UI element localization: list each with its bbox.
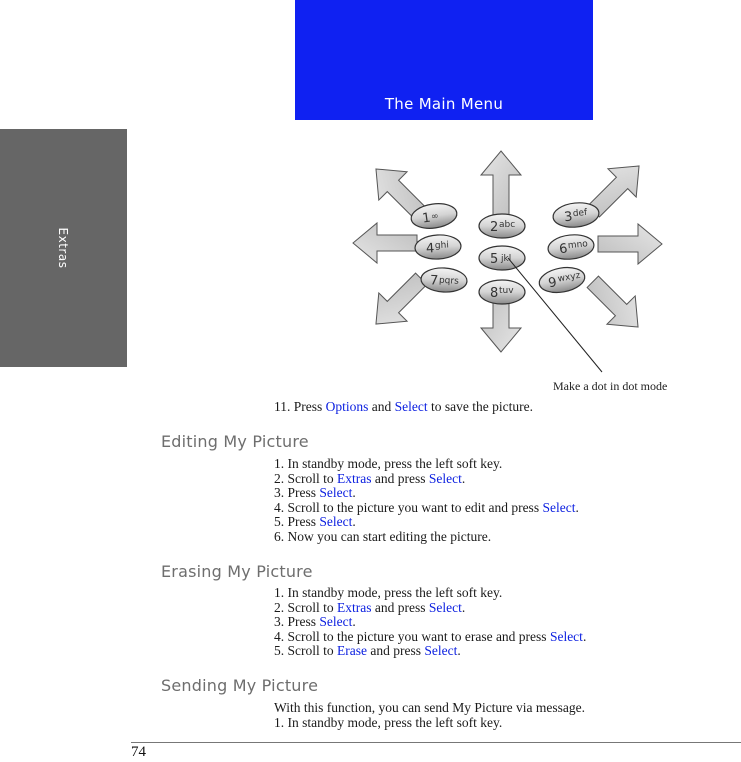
svg-text:∞: ∞ <box>430 211 439 222</box>
step-text: . <box>352 614 356 629</box>
section-heading-editing: Editing My Picture <box>161 432 309 451</box>
step-text: and press <box>371 470 429 486</box>
step-text: 4. Scroll to the picture you want to era… <box>274 628 550 644</box>
step-text: 11. Press <box>274 399 326 414</box>
key-8: 8 tuv <box>478 279 526 305</box>
step-line: 2. Scroll to Extras and press Select. <box>274 600 465 615</box>
menu-keyword: Select <box>549 628 583 644</box>
step-line: 4. Scroll to the picture you want to edi… <box>274 500 579 515</box>
step-text: With this function, you can send My Pict… <box>274 700 586 715</box>
step-text: 1. In standby mode, press the left soft … <box>274 456 503 471</box>
svg-text:wxyz: wxyz <box>557 271 581 285</box>
step-text: . <box>461 599 466 615</box>
step-text: . <box>352 514 356 529</box>
arrow-up-icon <box>479 150 523 216</box>
svg-text:tuv: tuv <box>499 286 514 296</box>
menu-keyword: Options <box>325 399 369 414</box>
key-7: 7 pqrs <box>420 267 468 293</box>
svg-text:mno: mno <box>567 239 588 251</box>
step-text: 1. In standby mode, press the left soft … <box>274 585 503 600</box>
step-text: . <box>575 499 579 515</box>
key-4: 4 ghi <box>414 234 462 260</box>
svg-text:def: def <box>572 208 588 220</box>
svg-text:pqrs: pqrs <box>439 276 460 287</box>
key-5: 5 jkl <box>478 245 526 271</box>
svg-text:jkl: jkl <box>500 254 511 264</box>
menu-keyword: Select <box>394 399 428 414</box>
menu-keyword: Extras <box>337 599 372 615</box>
screen-title: The Main Menu <box>384 95 504 113</box>
svg-text:4: 4 <box>426 241 435 256</box>
step-text: 2. Scroll to <box>274 470 337 486</box>
key-2: 2 abc <box>478 213 526 239</box>
svg-text:6: 6 <box>558 241 568 257</box>
svg-text:3: 3 <box>563 209 573 225</box>
step-text: and press <box>371 599 429 615</box>
step-text: . <box>352 485 356 500</box>
svg-text:8: 8 <box>490 286 498 301</box>
menu-keyword: Erase <box>337 643 367 658</box>
svg-text:5: 5 <box>490 252 498 267</box>
menu-keyword: Select <box>319 514 353 529</box>
svg-text:1: 1 <box>421 211 431 227</box>
key-6: 6 mno <box>547 234 595 260</box>
page-number: 74 <box>131 744 146 760</box>
step-line: 3. Press Select. <box>274 614 356 629</box>
step-line: 4. Scroll to the picture you want to era… <box>274 629 586 644</box>
menu-keyword: Select <box>428 599 462 615</box>
side-tab: Extras <box>0 129 127 367</box>
menu-keyword: Select <box>319 485 353 500</box>
step-line: 1. In standby mode, press the left soft … <box>274 585 502 600</box>
arrow-right-icon <box>597 222 663 266</box>
arrow-left-icon <box>352 221 418 265</box>
step-line: 3. Press Select. <box>274 485 356 500</box>
step-line: 6. Now you can start editing the picture… <box>274 529 491 544</box>
footer-rule <box>131 742 741 743</box>
section-heading-sending: Sending My Picture <box>161 676 319 695</box>
menu-keyword: Extras <box>337 470 372 486</box>
step-text: 2. Scroll to <box>274 599 337 615</box>
step-text: 1. In standby mode, press the left soft … <box>274 714 503 730</box>
step-text: . <box>582 628 587 644</box>
svg-text:ghi: ghi <box>435 240 449 251</box>
step-text: 6. Now you can start editing the picture… <box>274 528 492 544</box>
step-text: . <box>461 470 466 486</box>
svg-text:2: 2 <box>490 220 498 235</box>
step-line: 5. Press Select. <box>274 514 356 529</box>
step-line: 5. Scroll to Erase and press Select. <box>274 643 461 658</box>
svg-text:7: 7 <box>430 273 439 288</box>
step-text: and press <box>366 643 425 658</box>
step-text: . <box>457 643 461 658</box>
step-text: to save the picture. <box>427 399 533 414</box>
section-heading-erasing: Erasing My Picture <box>161 562 313 581</box>
arrow-down-right-icon <box>586 275 639 328</box>
step-text: 4. Scroll to the picture you want to edi… <box>274 499 543 515</box>
callout-line <box>507 257 603 373</box>
step-text: and <box>368 399 395 414</box>
side-tab-label: Extras <box>56 227 70 269</box>
step-text: 3. Press <box>274 614 320 629</box>
intro-step: 11. Press Options and Select to save the… <box>274 399 533 414</box>
menu-keyword: Select <box>424 643 458 658</box>
step-text: 5. Scroll to <box>274 643 337 658</box>
svg-text:abc: abc <box>499 220 515 230</box>
step-text: 5. Press <box>274 514 320 529</box>
step-line: 1. In standby mode, press the left soft … <box>274 715 502 730</box>
menu-keyword: Select <box>319 614 353 629</box>
step-line: 2. Scroll to Extras and press Select. <box>274 471 465 486</box>
key-9: 9 wxyz <box>538 266 586 294</box>
svg-text:9: 9 <box>547 275 558 291</box>
step-text: 3. Press <box>274 485 320 500</box>
menu-keyword: Select <box>542 499 576 515</box>
diagram-caption: Make a dot in dot mode <box>553 379 668 393</box>
key-3: 3 def <box>552 202 600 228</box>
keypad-diagram: 1 ∞ 2 abc 3 def 4 ghi 5 jkl 6 mno 7 pqrs… <box>352 150 663 373</box>
key-1: 1 ∞ <box>410 203 458 229</box>
step-line: With this function, you can send My Pict… <box>274 700 585 715</box>
step-line: 1. In standby mode, press the left soft … <box>274 456 502 471</box>
main-menu-screen: The Main Menu <box>295 0 593 120</box>
menu-keyword: Select <box>428 470 462 486</box>
